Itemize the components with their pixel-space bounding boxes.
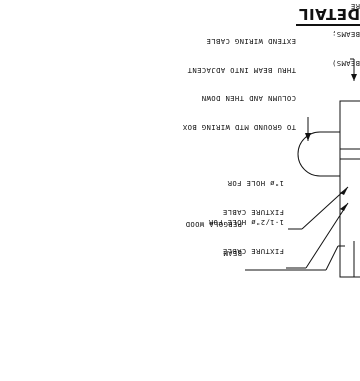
beam-outline [339,100,360,278]
detail-title: DETAIL [298,5,360,23]
note-line: EXTEND WIRING CABLE [206,37,296,47]
note-line: BEAMS) [331,59,360,68]
leader-small-hole [301,186,349,230]
note-line: BEAMS; [331,30,360,40]
note-line: 1"ø HOLE FOR [227,179,284,189]
leader-beam [325,245,339,271]
note-line: FIXTURE CABLE [222,208,284,217]
fixture-dome [297,131,340,177]
wiring-note: TO GROUND MTD WIRING BOX COLUMN AND THEN… [183,18,296,151]
leader-large-hole [305,202,349,269]
note-line: FIXTURE CABLE [222,247,284,256]
arrowhead [305,133,311,141]
note-line: TO GROUND MTD WIRING BOX [182,123,296,132]
arrowhead [351,74,357,81]
note-line: THRU BEAM INTO ADJACENT [187,66,296,75]
note-line: COLUMN AND THEN DOWN [201,94,296,104]
arrowhead [340,203,348,211]
small-hole-note: FIXTURE CABLE 1"ø HOLE FOR [223,160,284,236]
arrowhead [340,187,348,195]
